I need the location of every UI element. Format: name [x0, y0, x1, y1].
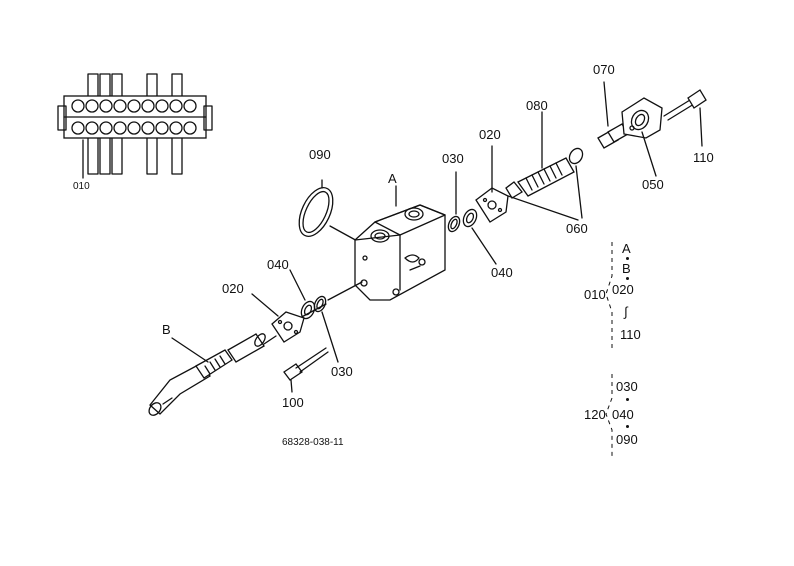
drawing-number: 68328-038-11: [282, 437, 344, 448]
label-100: 100: [282, 395, 304, 410]
label-090: 090: [309, 147, 331, 162]
valve-assembly-thumbnail: [57, 73, 213, 179]
label-040-right: 040: [491, 265, 513, 280]
label-010-assembly: 010: [73, 181, 90, 192]
label-050: 050: [642, 177, 664, 192]
legend1-third: 020: [612, 282, 634, 297]
label-A: A: [388, 171, 397, 186]
legend-bracket-2: [605, 374, 613, 458]
legend2-first: 030: [616, 379, 638, 394]
legend1-last: 110: [620, 327, 641, 342]
label-110: 110: [693, 150, 714, 165]
legend2-dot-2: [626, 425, 629, 428]
legend1-dot-1: [626, 257, 629, 260]
legend2-third: 090: [616, 432, 638, 447]
o-ring-030-right: [447, 171, 461, 233]
bolt-110: [663, 89, 707, 147]
label-040-left: 040: [267, 257, 289, 272]
label-B: B: [162, 322, 171, 337]
legend2-dot-1: [626, 398, 629, 401]
label-020-top: 020: [479, 127, 501, 142]
valve-body-A: [354, 185, 446, 301]
label-080: 080: [526, 98, 548, 113]
spring-080: [505, 111, 584, 221]
label-060: 060: [566, 221, 588, 236]
label-070: 070: [593, 62, 615, 77]
flange-020-left: [251, 293, 305, 343]
legend1-second: B: [622, 261, 631, 276]
legend1-range-symbol: ∫: [624, 304, 628, 319]
label-020-left: 020: [222, 281, 244, 296]
washer-040-right: [462, 208, 497, 265]
legend2-parent: 120: [584, 407, 606, 422]
legend1-parent: 010: [584, 287, 606, 302]
label-030-bottom: 030: [331, 364, 353, 379]
o-ring-030-left: [313, 295, 339, 363]
legend2-second: 040: [612, 407, 634, 422]
washer-040-left: [289, 269, 316, 320]
bolt-100: [283, 347, 329, 393]
legend1-top: A: [622, 241, 631, 256]
legend1-dot-2: [626, 277, 629, 280]
label-030-top: 030: [442, 151, 464, 166]
legend-bracket-1: [605, 242, 613, 352]
cap-050: [621, 97, 663, 177]
o-ring-090: [298, 179, 371, 249]
flange-020-right: [475, 145, 509, 223]
spool-B: [148, 333, 277, 416]
